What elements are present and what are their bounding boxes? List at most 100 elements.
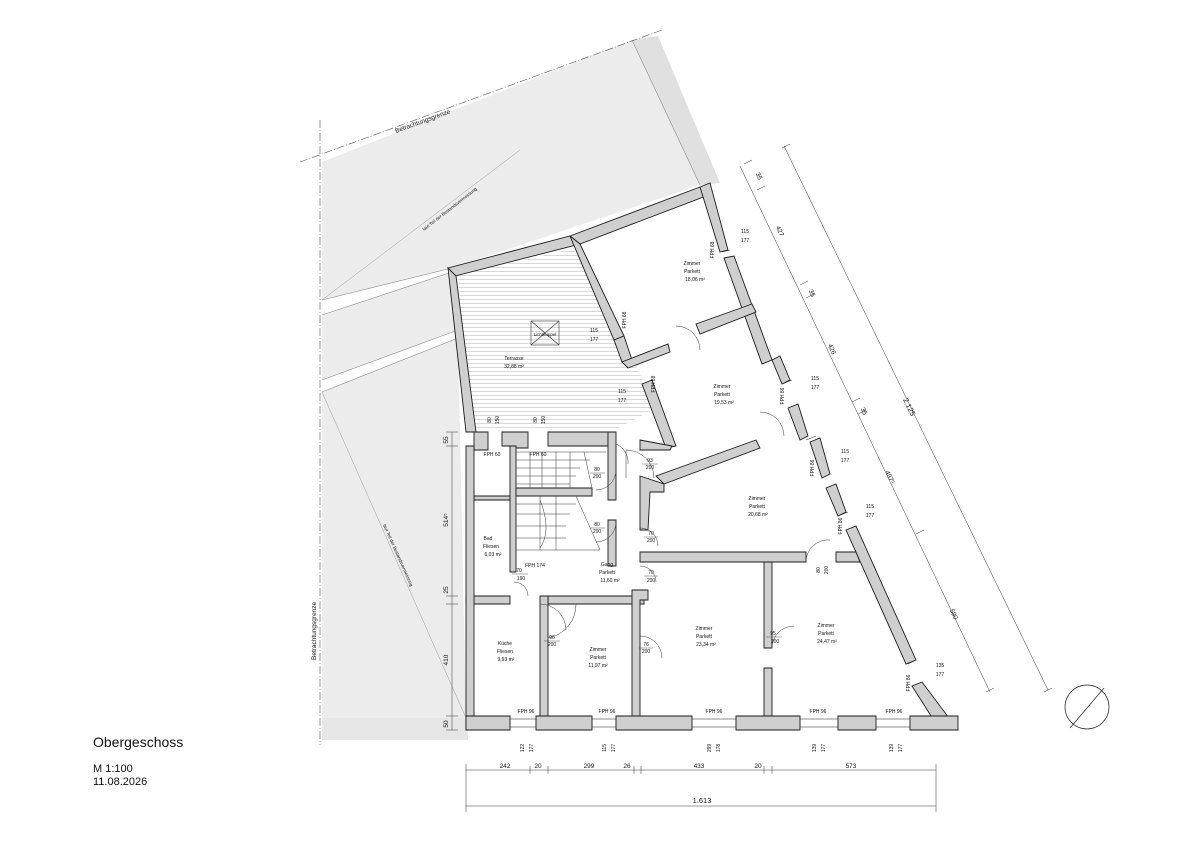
room-area: 11,60 m²: [600, 578, 620, 584]
skylight-label: Lichtkuppel: [534, 332, 557, 337]
dim-label: 35: [754, 172, 764, 182]
window-tag: FPH 86: [906, 674, 912, 691]
room-area: 19,53 m²: [714, 400, 734, 406]
window-tag: FPH 86: [838, 517, 844, 534]
room-area: 20,68 m²: [748, 512, 768, 518]
opening-w: 80: [533, 417, 539, 423]
dim-label: 433: [694, 763, 705, 770]
opening-h: 177: [866, 513, 875, 519]
room-area: 6,03 m²: [485, 552, 502, 558]
door-width: 93: [647, 458, 653, 464]
terrace-deck: [458, 248, 652, 430]
dim-label: 497⁵: [883, 470, 895, 486]
opening-h: 177: [529, 744, 535, 753]
room-name: Gang: [601, 562, 613, 568]
door-width: 70: [516, 568, 522, 574]
dim-total: 1.613: [693, 796, 712, 805]
dim-label: 35: [859, 407, 869, 417]
door-width: 70: [648, 570, 654, 576]
dim-label: 299: [584, 763, 595, 770]
room-area: 9,93 m²: [498, 657, 515, 663]
door-width: 76: [643, 642, 649, 648]
room-name: Zimmer: [714, 384, 731, 390]
opening-w: 115: [741, 229, 749, 235]
dim-chain-left: [446, 431, 458, 731]
opening-h: 177: [841, 458, 850, 464]
door-height: 200: [593, 529, 602, 535]
dim-chain-right: [739, 143, 1053, 693]
window-tag: FPH 60: [484, 452, 501, 458]
room-name: Zimmer: [590, 647, 607, 653]
windows: [510, 249, 917, 728]
walls: [447, 182, 959, 731]
window-tag: FPH 96: [518, 709, 535, 715]
drawing-scale: M 1:100: [93, 763, 133, 775]
window-tag: FPH 68: [710, 241, 716, 258]
room-finish: Parkett: [714, 392, 730, 398]
dim-label: 25: [443, 586, 450, 594]
dim-labels-left: 55 514⁵ 25 410 50: [443, 436, 450, 728]
window-tag: FPH 96: [599, 709, 616, 715]
room-name: Bad: [484, 536, 493, 542]
dim-label: 427: [774, 225, 785, 238]
boundary-label-left: Betrachtungsgrenze: [311, 601, 318, 660]
opening-h: 178: [716, 744, 722, 753]
opening-h: 150: [541, 416, 547, 425]
dim-total: 2.125: [901, 397, 917, 418]
room-name: Zimmer: [749, 496, 766, 502]
room-area: 32,88 m²: [504, 364, 524, 370]
dim-label: 20: [534, 763, 542, 770]
window-tag: FPH 174: [525, 563, 545, 569]
dim-labels-bottom: 242 20 299 26 433 20 573 1.613: [500, 763, 857, 805]
door-height: 200: [647, 538, 656, 544]
opening-h: 177: [811, 385, 820, 391]
door-height: 200: [642, 649, 651, 655]
room-finish: Parkett: [818, 631, 834, 637]
dim-label: 26: [623, 763, 631, 770]
door-width: 95: [770, 631, 776, 637]
opening-h: 177: [611, 744, 617, 753]
dim-label: 50: [443, 720, 450, 728]
opening-w: 80: [487, 417, 493, 423]
room-name: Zimmer: [684, 261, 701, 267]
opening-h: 177: [590, 337, 599, 343]
window-tag: FPH 96: [810, 709, 827, 715]
title-block: Obergeschoss M 1:100 11.08.2026: [93, 734, 183, 789]
dim-label: 410: [443, 654, 450, 665]
room-name: Küche: [498, 641, 512, 647]
dim-label: 242: [500, 763, 511, 770]
window-tag: FPH 96: [706, 709, 723, 715]
opening-w: 115: [866, 504, 874, 510]
door-swings: [513, 325, 831, 659]
door-width: 80: [594, 467, 600, 473]
opening-h: 177: [741, 238, 750, 244]
room-finish: Parkett: [590, 655, 606, 661]
opening-w: 115: [602, 744, 608, 752]
opening-h: 177: [618, 398, 627, 404]
opening-w: 135: [936, 663, 945, 669]
dim-label: 426: [826, 343, 837, 356]
door-height: 200: [824, 566, 830, 575]
room-finish: Parkett: [684, 269, 700, 275]
floor-title: Obergeschoss: [93, 734, 184, 750]
room-finish: Parkett: [749, 504, 765, 510]
door-height: 200: [771, 639, 780, 645]
dim-label: 573: [846, 763, 857, 770]
window-tag: FPH 96: [886, 709, 903, 715]
door-width: 70: [648, 531, 654, 537]
dim-label: 514⁵: [443, 513, 450, 527]
dim-chain-bottom: [465, 764, 937, 812]
window-tag: FPH 68: [622, 311, 628, 328]
door-labels: 93 200 80 200 80 200 70 200 70 200 70 19…: [512, 458, 830, 655]
room-area: 11,97 m²: [588, 663, 608, 669]
opening-w: 139: [812, 744, 818, 753]
door-height: 200: [593, 474, 602, 480]
window-tag: FPH 60: [530, 452, 547, 458]
opening-h: 150: [495, 416, 501, 425]
room-finish: Fliesen: [497, 649, 513, 655]
opening-w: 115: [811, 376, 819, 382]
room-name: Zimmer: [818, 623, 835, 629]
opening-h: 177: [936, 672, 945, 678]
opening-w: 115: [618, 389, 626, 395]
